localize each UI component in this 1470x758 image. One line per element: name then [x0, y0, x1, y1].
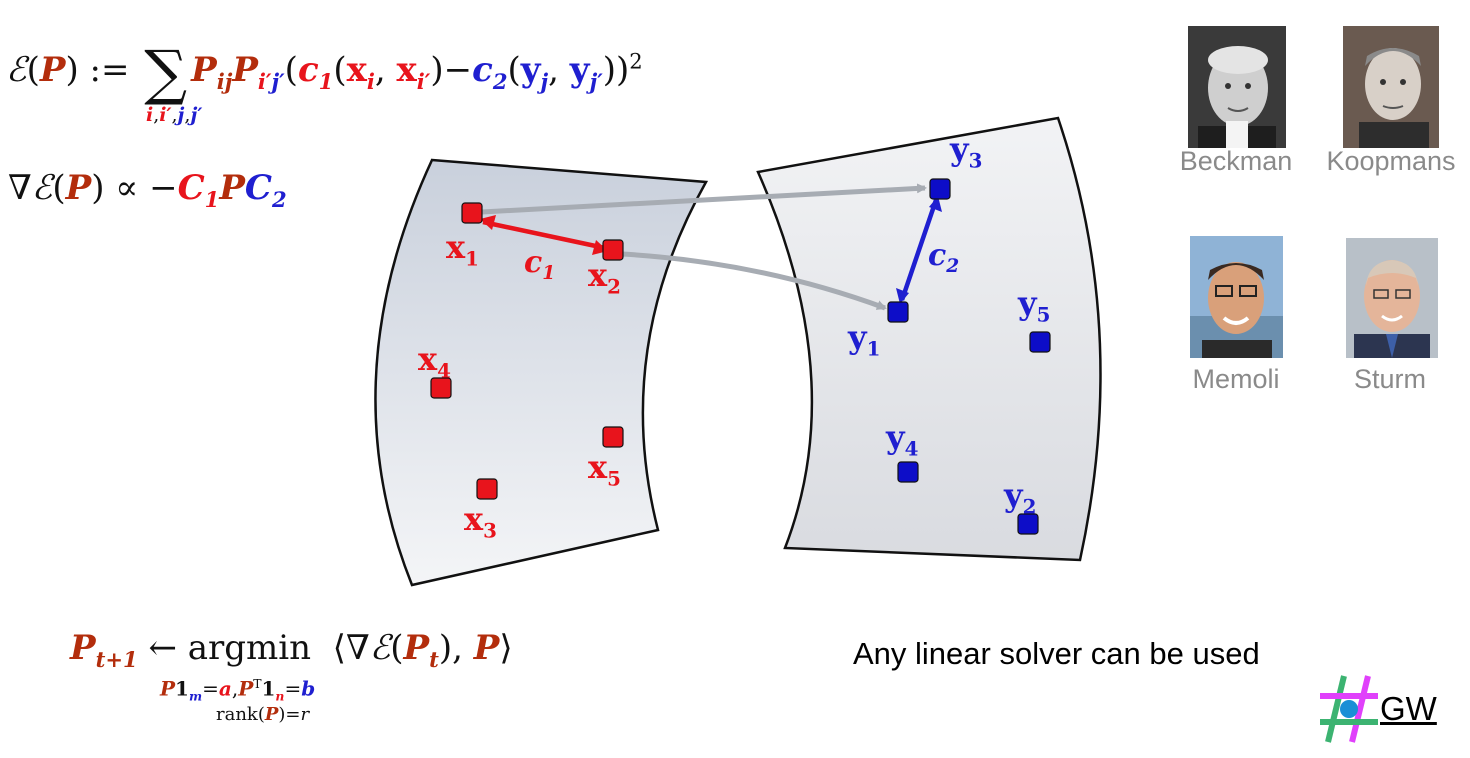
solver-note: Any linear solver can be used	[853, 636, 1260, 671]
person-name-koopmans: Koopmans	[1326, 146, 1456, 176]
label-x5: x5	[588, 448, 621, 491]
label-x1: x1	[446, 228, 479, 271]
source-surface	[374, 158, 709, 587]
person-name-memoli: Memoli	[1192, 364, 1280, 394]
cost-arrow-c1	[482, 219, 606, 251]
label-y3: y3	[950, 130, 983, 173]
map-arrow-x2-y1	[621, 251, 887, 311]
portrait-sturm	[1346, 238, 1438, 358]
portrait-beckman	[1188, 26, 1286, 148]
rank-constraint: rank(P)=r	[216, 704, 310, 725]
person-name-sturm: Sturm	[1353, 364, 1426, 394]
label-x4: x4	[418, 340, 451, 383]
label-y1: y1	[848, 318, 881, 361]
point-x2	[602, 239, 624, 261]
label-c2: c2	[928, 238, 960, 277]
summation-indices: i,i′,j,j′	[146, 104, 203, 126]
label-c1: c1	[524, 245, 556, 284]
portrait-koopmans	[1343, 26, 1439, 148]
gw-logo-text[interactable]: GW	[1380, 690, 1437, 727]
label-y5: y5	[1018, 284, 1051, 327]
point-x4	[430, 377, 452, 399]
label-y4: y4	[886, 418, 919, 461]
point-y4	[897, 461, 919, 483]
energy-equation: ℰ(P) := ∑PijPi′j′(c1(xi, xi′)−c2(yj, yj′…	[6, 38, 643, 126]
point-x3	[476, 478, 498, 500]
target-surface	[756, 116, 1102, 562]
portrait-memoli	[1190, 236, 1283, 358]
update-equation: Pt+1 ← argmin ⟨∇ℰ(Pt), P⟩ P1m=a,PT1n=b r…	[70, 628, 513, 725]
point-x5	[602, 426, 624, 448]
gradient-equation: ∇ℰ(P) ∝ −C1PC2	[8, 168, 287, 212]
person-name-beckman: Beckman	[1179, 146, 1293, 176]
label-x3: x3	[464, 500, 497, 543]
map-arrow-x1-y3	[481, 183, 927, 215]
summation-symbol: ∑	[144, 38, 188, 108]
point-y1	[887, 301, 909, 323]
point-y5	[1029, 331, 1051, 353]
point-y2	[1017, 513, 1039, 535]
point-x1	[461, 202, 483, 224]
label-x2: x2	[588, 256, 621, 299]
point-y3	[929, 178, 951, 200]
cost-arrow-c2	[899, 199, 939, 301]
marginal-constraint: P1m=a,PT1n=b	[160, 676, 316, 704]
gw-logo-icon	[1320, 675, 1378, 743]
label-y2: y2	[1004, 476, 1037, 519]
